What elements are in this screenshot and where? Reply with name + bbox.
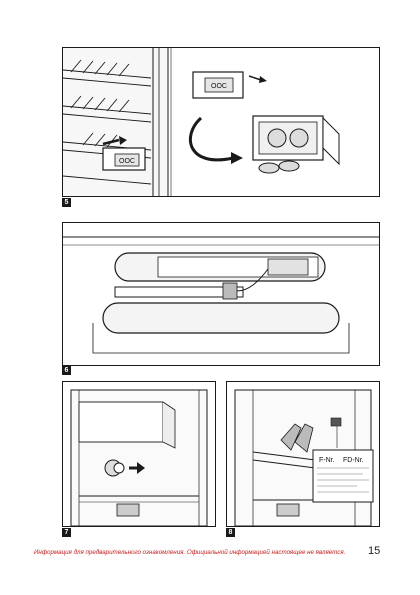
figure-8-panel: F-Nr. FD-Nr. [226,381,380,527]
figure-5-label: 5 [62,198,71,207]
display-readout: OOC [119,158,135,165]
disclaimer-note: Информация для предварительного ознакомл… [34,549,346,556]
display-module-installed: OOC [102,147,146,171]
figure-5-panel: OOC OOC [62,47,380,197]
wine-bottles [280,423,314,453]
insert-arrow [102,138,120,146]
figure-6-illustration [63,236,379,354]
figure-5-illustration: OOC OOC [63,48,340,196]
rotate-arrow [188,116,234,162]
light-cover-bottom [102,302,340,334]
slide-arrow [248,75,262,81]
battery-compartment [252,115,340,166]
figure-6-panel [62,222,380,366]
door-stopper-knob [104,459,125,477]
figure-6-label: 6 [62,366,71,375]
display-module-removed: OOC [192,71,244,99]
figure-8-label: 8 [226,528,235,537]
rating-plate-location [330,417,342,427]
display-readout-removed: OOC [211,83,227,90]
shelf-clip [116,503,140,517]
battery-cells [258,160,300,174]
figure-7-illustration [70,389,208,526]
lamp-tube [114,286,244,298]
figure-8-illustration: F-Nr. FD-Nr. [234,389,374,526]
f-nr-label: F-Nr. [319,457,335,464]
fd-nr-label: FD-Nr. [343,457,364,464]
figure-7-panel [62,381,216,527]
upper-compartment [78,401,164,443]
rating-plate: F-Nr. FD-Nr. [312,449,374,503]
page-number: 15 [368,545,381,557]
figure-7-label: 7 [62,528,71,537]
